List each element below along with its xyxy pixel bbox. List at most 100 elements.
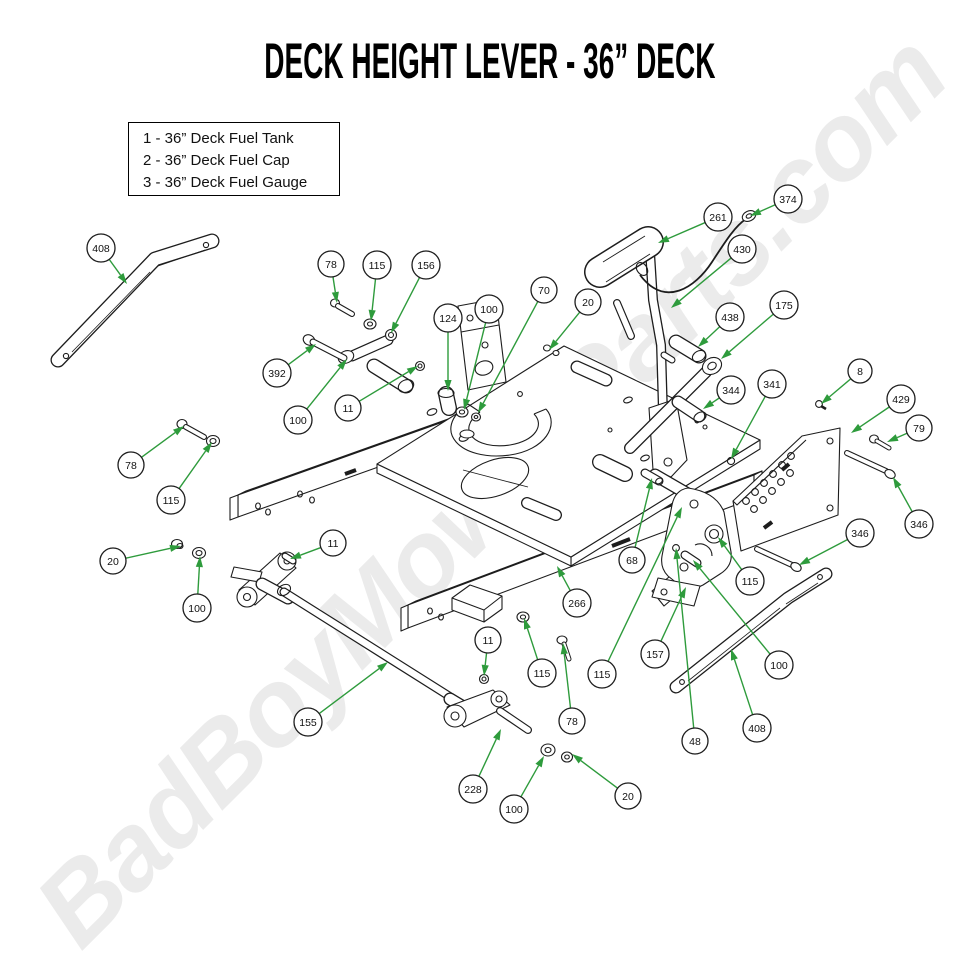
callout-arrow-icon	[478, 401, 487, 413]
callout-341: 341	[731, 369, 787, 459]
callout-number: 115	[369, 260, 386, 272]
callout-number: 374	[779, 194, 797, 206]
callout-arrow-icon	[535, 756, 544, 768]
callout-number: 70	[538, 285, 550, 297]
callout-number: 20	[622, 791, 634, 803]
callout-344: 344	[703, 375, 746, 409]
callout-392: 392	[262, 344, 316, 388]
callout-number: 20	[582, 297, 594, 309]
callout-408: 408	[731, 649, 772, 743]
callout-20: 20	[572, 754, 642, 810]
callout-number: 157	[646, 649, 664, 661]
callout-arrow-icon	[549, 339, 559, 350]
callout-155: 155	[293, 662, 388, 737]
callout-11: 11	[290, 529, 347, 559]
callout-11: 11	[334, 366, 418, 422]
callout-100: 100	[693, 560, 794, 680]
callout-number: 100	[480, 304, 498, 316]
callout-arrow-icon	[368, 309, 376, 321]
callout-arrow-icon	[721, 349, 732, 359]
callout-number: 100	[289, 415, 307, 427]
callout-number: 408	[748, 723, 766, 735]
callout-228: 228	[458, 729, 501, 804]
part-bottom-hardware	[478, 611, 574, 763]
callout-number: 8	[857, 366, 863, 378]
callout-arrow-icon	[406, 366, 418, 375]
callout-346: 346	[799, 518, 875, 565]
callout-number: 228	[464, 784, 482, 796]
callout-115: 115	[524, 618, 557, 688]
callout-115: 115	[587, 507, 682, 689]
callout-arrow-icon	[481, 664, 489, 676]
part-collar-stack	[437, 344, 560, 439]
part-pin-346-right	[844, 450, 896, 479]
callout-78: 78	[558, 643, 586, 735]
callout-number: 100	[505, 804, 523, 816]
callout-number: 408	[92, 243, 110, 255]
callout-number: 266	[568, 598, 586, 610]
callout-arrow-icon	[645, 478, 653, 490]
legend-box: 1 - 36” Deck Fuel Tank 2 - 36” Deck Fuel…	[128, 122, 340, 196]
callout-8: 8	[821, 358, 873, 404]
callout-arrow-icon	[169, 544, 181, 552]
callout-number: 11	[483, 635, 494, 647]
callout-arrow-icon	[195, 556, 203, 568]
callout-arrow-icon	[718, 537, 728, 549]
callout-346: 346	[893, 477, 934, 539]
callout-arrow-icon	[731, 447, 740, 459]
callout-100: 100	[283, 359, 347, 435]
callout-number: 115	[594, 669, 611, 681]
callout-20: 20	[99, 544, 181, 575]
callout-48: 48	[673, 548, 709, 755]
callout-arrow-icon	[557, 566, 566, 578]
part-height-lever	[584, 210, 757, 478]
diagram-line-art	[50, 210, 896, 763]
callout-79: 79	[887, 414, 933, 442]
callout-number: 346	[851, 528, 869, 540]
callout-number: 175	[775, 300, 793, 312]
callout-156: 156	[391, 250, 441, 333]
page-title-text: DECK HEIGHT LEVER - 36” DECK	[264, 33, 716, 89]
callout-115: 115	[156, 442, 212, 515]
callout-number: 48	[689, 736, 701, 748]
callout-100: 100	[463, 294, 504, 410]
callout-408: 408	[86, 233, 127, 284]
callout-261: 261	[658, 202, 733, 243]
callout-number: 344	[722, 385, 740, 397]
callout-arrow-icon	[202, 442, 212, 454]
callout-124: 124	[433, 303, 463, 391]
callout-arrow-icon	[463, 398, 471, 410]
callout-157: 157	[640, 587, 686, 669]
callout-arrow-icon	[524, 618, 531, 630]
callout-arrow-icon	[493, 729, 501, 741]
callout-number: 392	[268, 368, 286, 380]
callout-70: 70	[478, 276, 558, 413]
callout-number: 20	[107, 556, 119, 568]
callout-arrow-icon	[887, 434, 899, 442]
part-bell-crank-left	[230, 551, 473, 713]
callout-100: 100	[182, 556, 212, 623]
callout-68: 68	[618, 478, 653, 574]
callout-arrow-icon	[731, 649, 738, 661]
callout-arrow-icon	[560, 643, 568, 655]
callout-number: 68	[626, 555, 638, 567]
callout-arrow-icon	[391, 321, 400, 333]
callout-266: 266	[557, 566, 592, 618]
callout-438: 438	[698, 302, 745, 347]
callout-number: 78	[125, 460, 137, 472]
callout-arrow-icon	[290, 551, 302, 559]
legend-item-3: 3 - 36” Deck Fuel Gauge	[143, 174, 308, 191]
callout-arrow-icon	[821, 394, 832, 404]
page-title: DECK HEIGHT LEVER - 36” DECK	[0, 36, 980, 86]
callout-number: 429	[892, 394, 910, 406]
legend-item-1: 1 - 36” Deck Fuel Tank	[143, 130, 294, 147]
callout-arrow-icon	[893, 477, 902, 489]
callout-78: 78	[317, 250, 345, 303]
callout-arrow-icon	[671, 298, 682, 308]
callout-number: 79	[913, 423, 925, 435]
callout-number: 78	[566, 716, 578, 728]
callout-arrow-icon	[117, 272, 127, 284]
callout-11: 11	[474, 626, 502, 676]
part-right-plate	[732, 427, 841, 552]
